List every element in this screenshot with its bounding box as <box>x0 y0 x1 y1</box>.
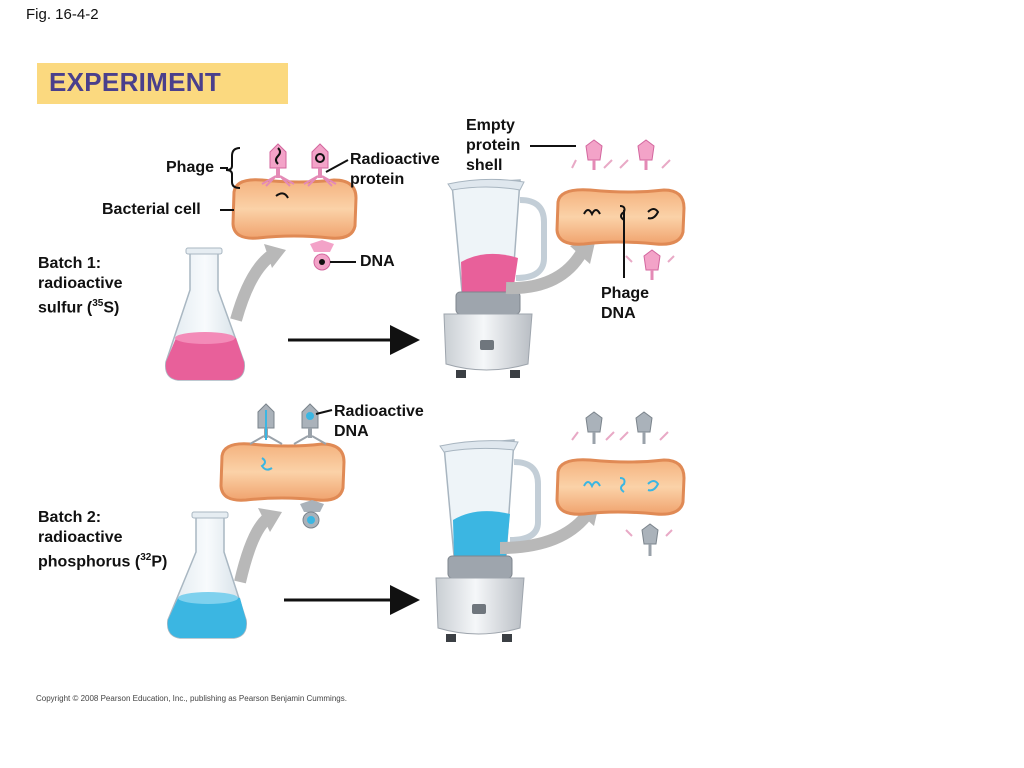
flask-batch1 <box>165 247 245 381</box>
phage-batch1-a <box>261 143 295 187</box>
leader-radioactive-dna <box>315 409 333 415</box>
arrow-flask2-to-cell <box>234 513 272 584</box>
figure-label: Fig. 16-4-2 <box>26 6 99 23</box>
label-dna: DNA <box>360 253 395 270</box>
copyright-notice: Copyright © 2008 Pearson Education, Inc.… <box>36 694 347 703</box>
leader-radioactive-protein <box>325 159 349 173</box>
result-cell-batch1 <box>555 188 686 246</box>
batch2-label: Batch 2: radioactive phosphorus (32P) <box>38 509 168 571</box>
blender-batch2 <box>435 439 541 642</box>
phage-batch1-b <box>303 143 337 187</box>
label-radioactive-dna: Radioactive DNA <box>334 403 424 440</box>
label-radioactive-protein: Radioactive protein <box>350 151 440 188</box>
phage-bracket <box>225 147 241 189</box>
phage-batch2-below <box>300 500 324 529</box>
batch1-group <box>165 139 686 381</box>
arrow-blender2-to-result <box>499 512 591 554</box>
phage-batch2-a <box>249 403 283 445</box>
bacterial-cell-batch1 <box>231 178 358 240</box>
bacterial-cell-batch2 <box>219 442 346 502</box>
batch2-group <box>167 403 686 642</box>
label-phage: Phage <box>166 159 215 176</box>
result-cell-batch2 <box>555 458 686 516</box>
blender-batch1 <box>443 178 547 378</box>
batch1-label: Batch 1: radioactive sulfur (35S) <box>38 255 123 317</box>
arrow-flask1-to-cell <box>230 250 276 322</box>
label-bacterial-cell: Bacterial cell <box>102 201 201 218</box>
title-banner <box>37 63 288 104</box>
label-phage-dna: Phage DNA <box>601 285 650 322</box>
label-empty-protein-shell: Empty protein shell <box>466 117 521 174</box>
phage-batch1-below <box>310 240 334 271</box>
arrow-blender1-to-result <box>505 248 588 295</box>
flask-batch2 <box>167 511 247 639</box>
experiment-title: EXPERIMENT <box>49 67 222 97</box>
phage-batch2-b <box>293 403 327 445</box>
empty-shells-batch2 <box>571 411 673 556</box>
empty-shells-batch1 <box>571 139 675 280</box>
